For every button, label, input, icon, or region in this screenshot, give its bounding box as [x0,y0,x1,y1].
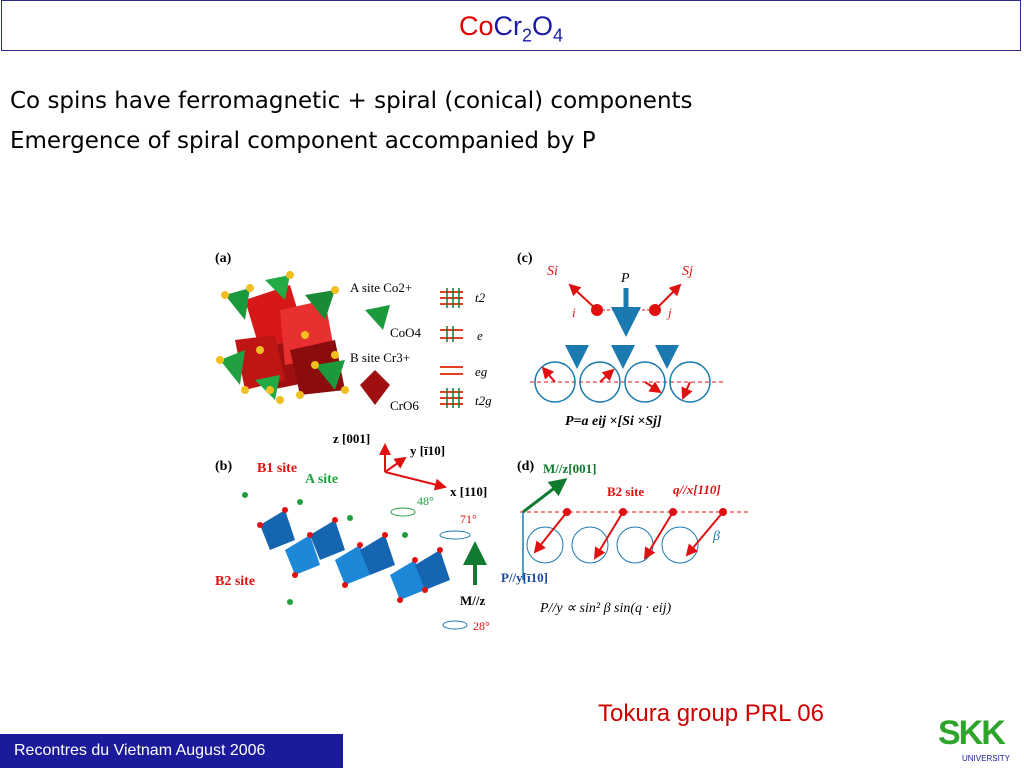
cro6-octahedron [360,370,390,405]
title-rest: Cr2O4 [493,11,563,45]
title-sub-4: 4 [553,25,564,46]
a-site-label: A site Co2+ [350,280,412,295]
b2-site-d-label: B2 site [607,484,644,499]
beta-label: β [712,529,720,544]
b2-site-label: B2 site [215,574,255,589]
panel-d-label: (d) [517,459,534,474]
citation: Tokura group PRL 06 [598,700,824,727]
energy-levels [440,291,463,405]
p-y-label: P//y[ī10] [501,570,548,585]
angle-48-label: 48° [417,494,434,508]
si-arrow [568,283,598,311]
spiral-chain-c [530,345,725,403]
panel-b-label: (b) [215,459,232,474]
title-co: Co [458,11,494,41]
i-label: i [572,305,576,320]
bullet-1: Co spins have ferromagnetic + spiral (co… [10,88,693,114]
site-i [591,304,603,316]
logo-sub: UNIVERSITY [962,754,1011,763]
e-label: e [477,328,483,343]
cone-28 [442,620,468,630]
b-site-label: B site Cr3+ [350,350,410,365]
panel-c-label: (c) [517,251,533,266]
b-site-chain [242,492,450,605]
axis-x-label: x [110] [450,484,487,499]
logo-mark: SKK [938,714,1006,752]
spinel-lattice [216,271,349,404]
axis-z-label: z [001] [333,431,370,446]
p-label: P [620,271,630,286]
slide-title: CoCr2O4 [1,0,1021,51]
axes [379,443,447,491]
title-cr: Cr [493,11,522,41]
t2-label: t2 [475,290,486,305]
sj-label: Sj [682,264,693,279]
m-z001-label: M//z[001] [543,461,596,476]
angle-71-label: 71° [460,512,477,526]
p-sin-formula: P//y ∝ sin² β sin(q · eij) [539,601,672,616]
university-logo: SKK UNIVERSITY [938,714,1022,768]
angle-28-label: 28° [473,619,490,633]
m-z-label: M//z [460,593,485,608]
spin-arrows-levels [446,288,460,408]
axis-y-label: y [ī10] [410,443,445,458]
cone-71 [439,530,471,540]
a-site-b-label: A site [305,472,338,487]
t2g-label: t2g [475,393,492,408]
cro6-label: CrO6 [390,398,419,413]
j-label: j [666,305,672,320]
title-sub-2: 2 [521,25,532,46]
cone-48 [390,507,416,517]
m-z001-arrow [522,478,568,514]
p-formula: P=a eij ×[Si ×Sj] [565,414,662,429]
bullet-2: Emergence of spiral component accompanie… [10,128,596,154]
eg-label: eg [475,364,488,379]
footer-banner: Recontres du Vietnam August 2006 [0,734,343,768]
conical-chain-d [520,508,750,580]
title-o: O [532,11,554,41]
b1-site-label: B1 site [257,461,297,476]
q-x110-label: q//x[110] [673,482,721,497]
panel-a-label: (a) [215,251,232,266]
coo4-tetrahedron [365,305,390,330]
coo4-label: CoO4 [390,325,422,340]
site-j [649,304,661,316]
si-label: Si [547,264,558,279]
crystal-structure-figure: (a) A site Co2+ CoO4 B site Cr3+ CrO6 t2 [215,251,750,633]
